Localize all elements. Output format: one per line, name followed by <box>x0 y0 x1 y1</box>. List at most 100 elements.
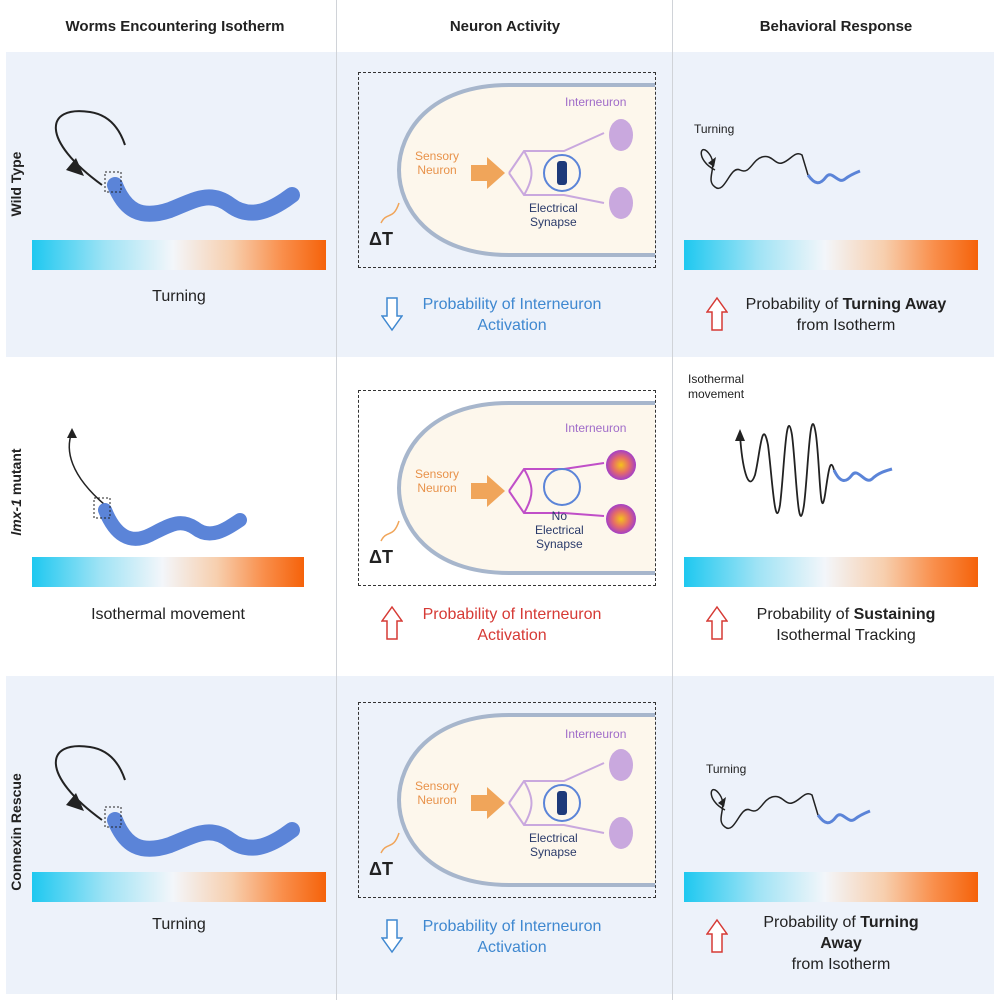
isothermal-arrow-head <box>67 428 77 438</box>
response-line1: Probability of Sustaining <box>716 604 976 625</box>
worm-illustration-wild-type <box>54 110 300 222</box>
sensory-neuron-label: Sensory Neuron <box>415 467 459 495</box>
trace-arrow-head <box>708 157 716 167</box>
neuron-panel-wild-type: Interneuron Sensory Neuron Electrical Sy… <box>358 72 656 268</box>
worm-segment <box>806 169 861 185</box>
response-bold-line2: Away <box>820 935 862 952</box>
response-prefix: Probability of <box>763 914 861 931</box>
behavior-trace-lmx1 <box>735 423 893 517</box>
temperature-squiggle <box>380 520 400 542</box>
up-arrow-icon <box>706 605 728 640</box>
down-arrow-icon <box>381 919 403 954</box>
row-label-lmx1-rest: mutant <box>8 448 24 499</box>
worm-caption-lmx1: Isothermal movement <box>91 606 245 623</box>
worm-body <box>98 503 247 546</box>
worm-segment <box>816 809 871 825</box>
worm-caption-wild-type: Turning <box>152 288 206 305</box>
neuron-probability-wild-type: Probability of Interneuron Activation <box>392 294 632 336</box>
up-arrow-icon <box>706 918 728 953</box>
sensory-label-line2: Neuron <box>417 163 457 177</box>
synapse-label: Electrical Synapse <box>529 201 578 229</box>
behavior-response-rescue: Probability of Turning Away from Isother… <box>726 912 956 975</box>
prob-line1: Probability of Interneuron <box>422 918 602 935</box>
interneuron-bottom <box>609 817 633 849</box>
synapse-label-line3: Synapse <box>535 537 583 551</box>
header-worms: Worms Encountering Isotherm <box>65 18 285 35</box>
row-label-lmx1-mutant: lmx-1 mutant <box>8 392 24 592</box>
interneuron-top <box>609 749 633 781</box>
turning-arrow-path <box>54 745 126 821</box>
response-bold-line1: Turning <box>860 914 919 931</box>
signal-arrow <box>471 787 505 819</box>
response-line2: Isothermal Tracking <box>776 627 916 644</box>
neuron-diagram <box>380 401 655 575</box>
synapse-label-line2: Synapse <box>529 845 577 859</box>
sensory-label-line1: Sensory <box>415 149 460 163</box>
interneuron-label: Interneuron <box>565 727 627 741</box>
trace-arrow-head <box>718 797 726 807</box>
neuron-connections <box>508 762 605 834</box>
header-behavioral-response: Behavioral Response <box>759 18 913 35</box>
interneuron-bottom <box>609 187 633 219</box>
synapse-label-line1: Electrical <box>529 831 578 845</box>
sensory-neuron-label: Sensory Neuron <box>415 779 459 807</box>
behavior-label-wild-type: Turning <box>694 122 735 136</box>
row-label-wild-type: Wild Type <box>8 151 24 217</box>
column-divider-2 <box>672 0 673 1000</box>
synapse-label-line2: Synapse <box>529 215 577 229</box>
response-line3: from Isotherm <box>791 956 891 973</box>
behavior-label-rescue: Turning <box>706 762 747 776</box>
temperature-gradient-bar <box>684 557 978 587</box>
sensory-label-line2: Neuron <box>417 793 457 807</box>
neuron-probability-rescue: Probability of Interneuron Activation <box>392 916 632 958</box>
synapse-circle <box>543 468 581 506</box>
prob-line1: Probability of Interneuron <box>422 606 602 623</box>
down-arrow-icon <box>381 297 403 332</box>
response-line1: Probability of Turning <box>726 912 956 933</box>
synapse-label-line2: Electrical <box>535 523 584 537</box>
response-bold-line2-wrap: Away <box>726 933 956 954</box>
response-bold: Sustaining <box>853 606 936 623</box>
isothermal-trace <box>739 423 835 517</box>
worm-head-box <box>104 806 122 828</box>
turning-trace <box>700 148 809 190</box>
neuron-diagram <box>380 713 655 887</box>
neuron-connections <box>508 462 605 517</box>
response-prefix: Probability of <box>745 296 843 313</box>
response-line2: from Isotherm <box>796 317 896 334</box>
turning-arrow-head <box>66 158 84 176</box>
temperature-gradient-bar <box>32 240 326 270</box>
neuron-panel-lmx1: Interneuron Sensory Neuron No Electrical… <box>358 390 656 586</box>
temperature-gradient-bar <box>32 872 326 902</box>
response-line1: Probability of Turning Away <box>716 294 976 315</box>
synapse-label: Electrical Synapse <box>529 831 578 859</box>
trace-arrow-head <box>735 429 745 441</box>
interneuron-bottom-active <box>606 504 636 534</box>
worm-caption-rescue: Turning <box>152 916 206 933</box>
worm-illustration-rescue <box>54 745 300 857</box>
behavior-response-wild-type: Probability of Turning Away from Isother… <box>716 294 976 336</box>
signal-arrow <box>471 157 505 189</box>
behavior-response-lmx1: Probability of Sustaining Isothermal Tra… <box>716 604 976 646</box>
worm-body <box>107 177 300 222</box>
worm-head-outline <box>396 401 655 575</box>
sensory-label-line1: Sensory <box>415 467 460 481</box>
neuron-connections <box>508 132 605 204</box>
turning-arrow-head <box>66 793 84 811</box>
signal-arrow <box>471 475 505 507</box>
interneuron-top-active <box>606 450 636 480</box>
row-label-connexin-rescue: Connexin Rescue <box>8 773 24 891</box>
delta-t-label: ΔT <box>369 547 393 567</box>
synapse-label-line1: Electrical <box>529 201 578 215</box>
up-arrow-icon <box>381 605 403 640</box>
worm-segment <box>832 467 893 482</box>
behavior-label-line1: Isothermal <box>688 372 745 386</box>
delta-t-label: ΔT <box>369 229 393 249</box>
isothermal-arrow-path <box>68 431 106 506</box>
delta-t-label: ΔT <box>369 859 393 879</box>
temperature-gradient-bar <box>32 557 304 587</box>
gap-junction <box>557 791 567 815</box>
behavior-label-line2: movement <box>688 387 745 401</box>
sensory-label-line1: Sensory <box>415 779 460 793</box>
response-prefix: Probability of <box>756 606 854 623</box>
